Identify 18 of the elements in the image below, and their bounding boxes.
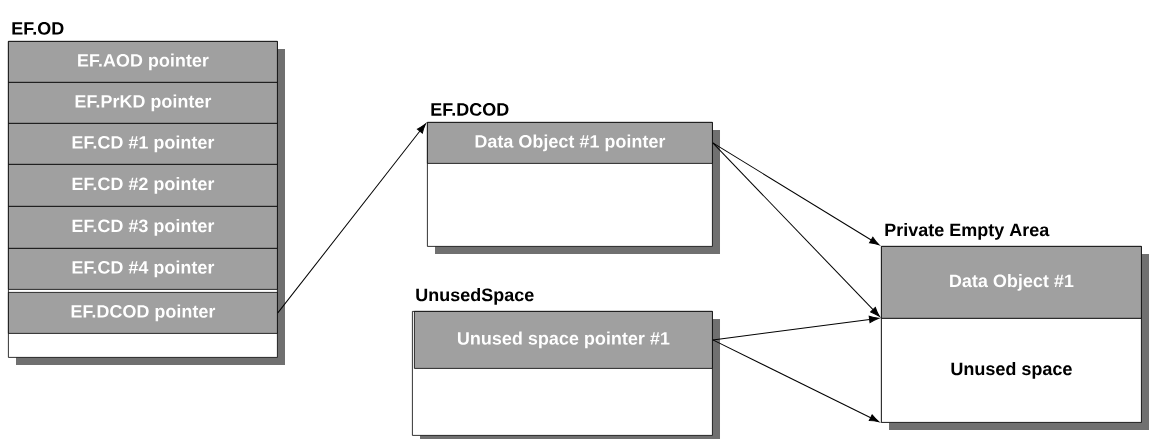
table-row: Data Object #1 (881, 246, 1142, 319)
table-row: EF.AOD pointer (8, 41, 278, 83)
arrow (712, 339, 880, 423)
table-row: EF.CD #4 pointer (8, 248, 278, 290)
arrow (712, 142, 880, 317)
box-heading: UnusedSpace (416, 288, 534, 305)
table-row: EF.CD #3 pointer (8, 206, 278, 249)
table-row: EF.DCOD pointer (8, 292, 278, 334)
box-heading: EF.OD (12, 22, 64, 35)
table-row: EF.PrKD pointer (8, 82, 278, 124)
arrow (277, 123, 427, 314)
arrow (712, 315, 880, 341)
table-row: Unused space (881, 318, 1142, 423)
box-heading: Private Empty Area (885, 223, 1050, 240)
table-row: EF.CD #1 pointer (8, 123, 278, 165)
arrow (712, 142, 880, 246)
box-heading: EF.DCOD (431, 103, 509, 116)
table-row: EF.CD #2 pointer (8, 164, 278, 207)
